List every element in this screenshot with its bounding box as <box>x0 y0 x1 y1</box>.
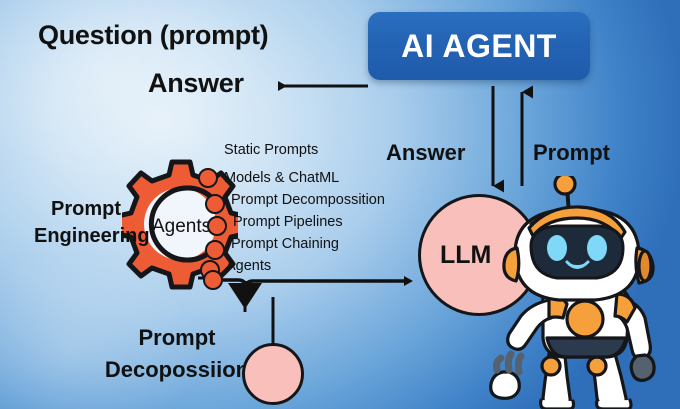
robot-icon <box>489 176 656 409</box>
capability-label-prompt-chaining: Prompt Chaining <box>231 236 339 252</box>
capability-dot-bus <box>203 270 223 290</box>
gear-center-label: Agents <box>152 216 212 237</box>
ai-agent-label: AI AGENT <box>401 27 557 64</box>
capability-dot-prompt-pipelines <box>207 216 227 236</box>
answer-flow-label: Answer <box>386 140 466 165</box>
capability-dot-prompt-decomposition <box>205 194 225 214</box>
prompt-decomposition-circle <box>242 343 304 405</box>
capability-label-prompt-decomposition: Prompt Decompossition <box>231 192 385 208</box>
capability-dot-models-chatml <box>198 168 218 188</box>
prompt-flow-label: Prompt <box>533 140 610 165</box>
capability-label-prompt-pipelines: Prompt Pipelines <box>233 214 343 230</box>
question-prompt-label: Question (prompt) <box>38 20 269 50</box>
capability-label-static-prompts: Static Prompts <box>224 142 319 158</box>
capability-label-models-chatml: Models & ChatML <box>224 170 340 186</box>
prompt-decomposition-label: Prompt Decopossiion <box>104 325 250 382</box>
llm-label: LLM <box>440 241 492 269</box>
prompt-engineering-label: Prompt Engineering <box>34 198 150 247</box>
capability-label-agents: Agents <box>226 258 272 274</box>
arrow-bus-to-llm <box>244 276 413 292</box>
capability-dot-prompt-chaining <box>205 240 225 260</box>
answer-label: Answer <box>148 68 244 98</box>
ai-agent-box[interactable]: AI AGENT <box>368 12 590 80</box>
